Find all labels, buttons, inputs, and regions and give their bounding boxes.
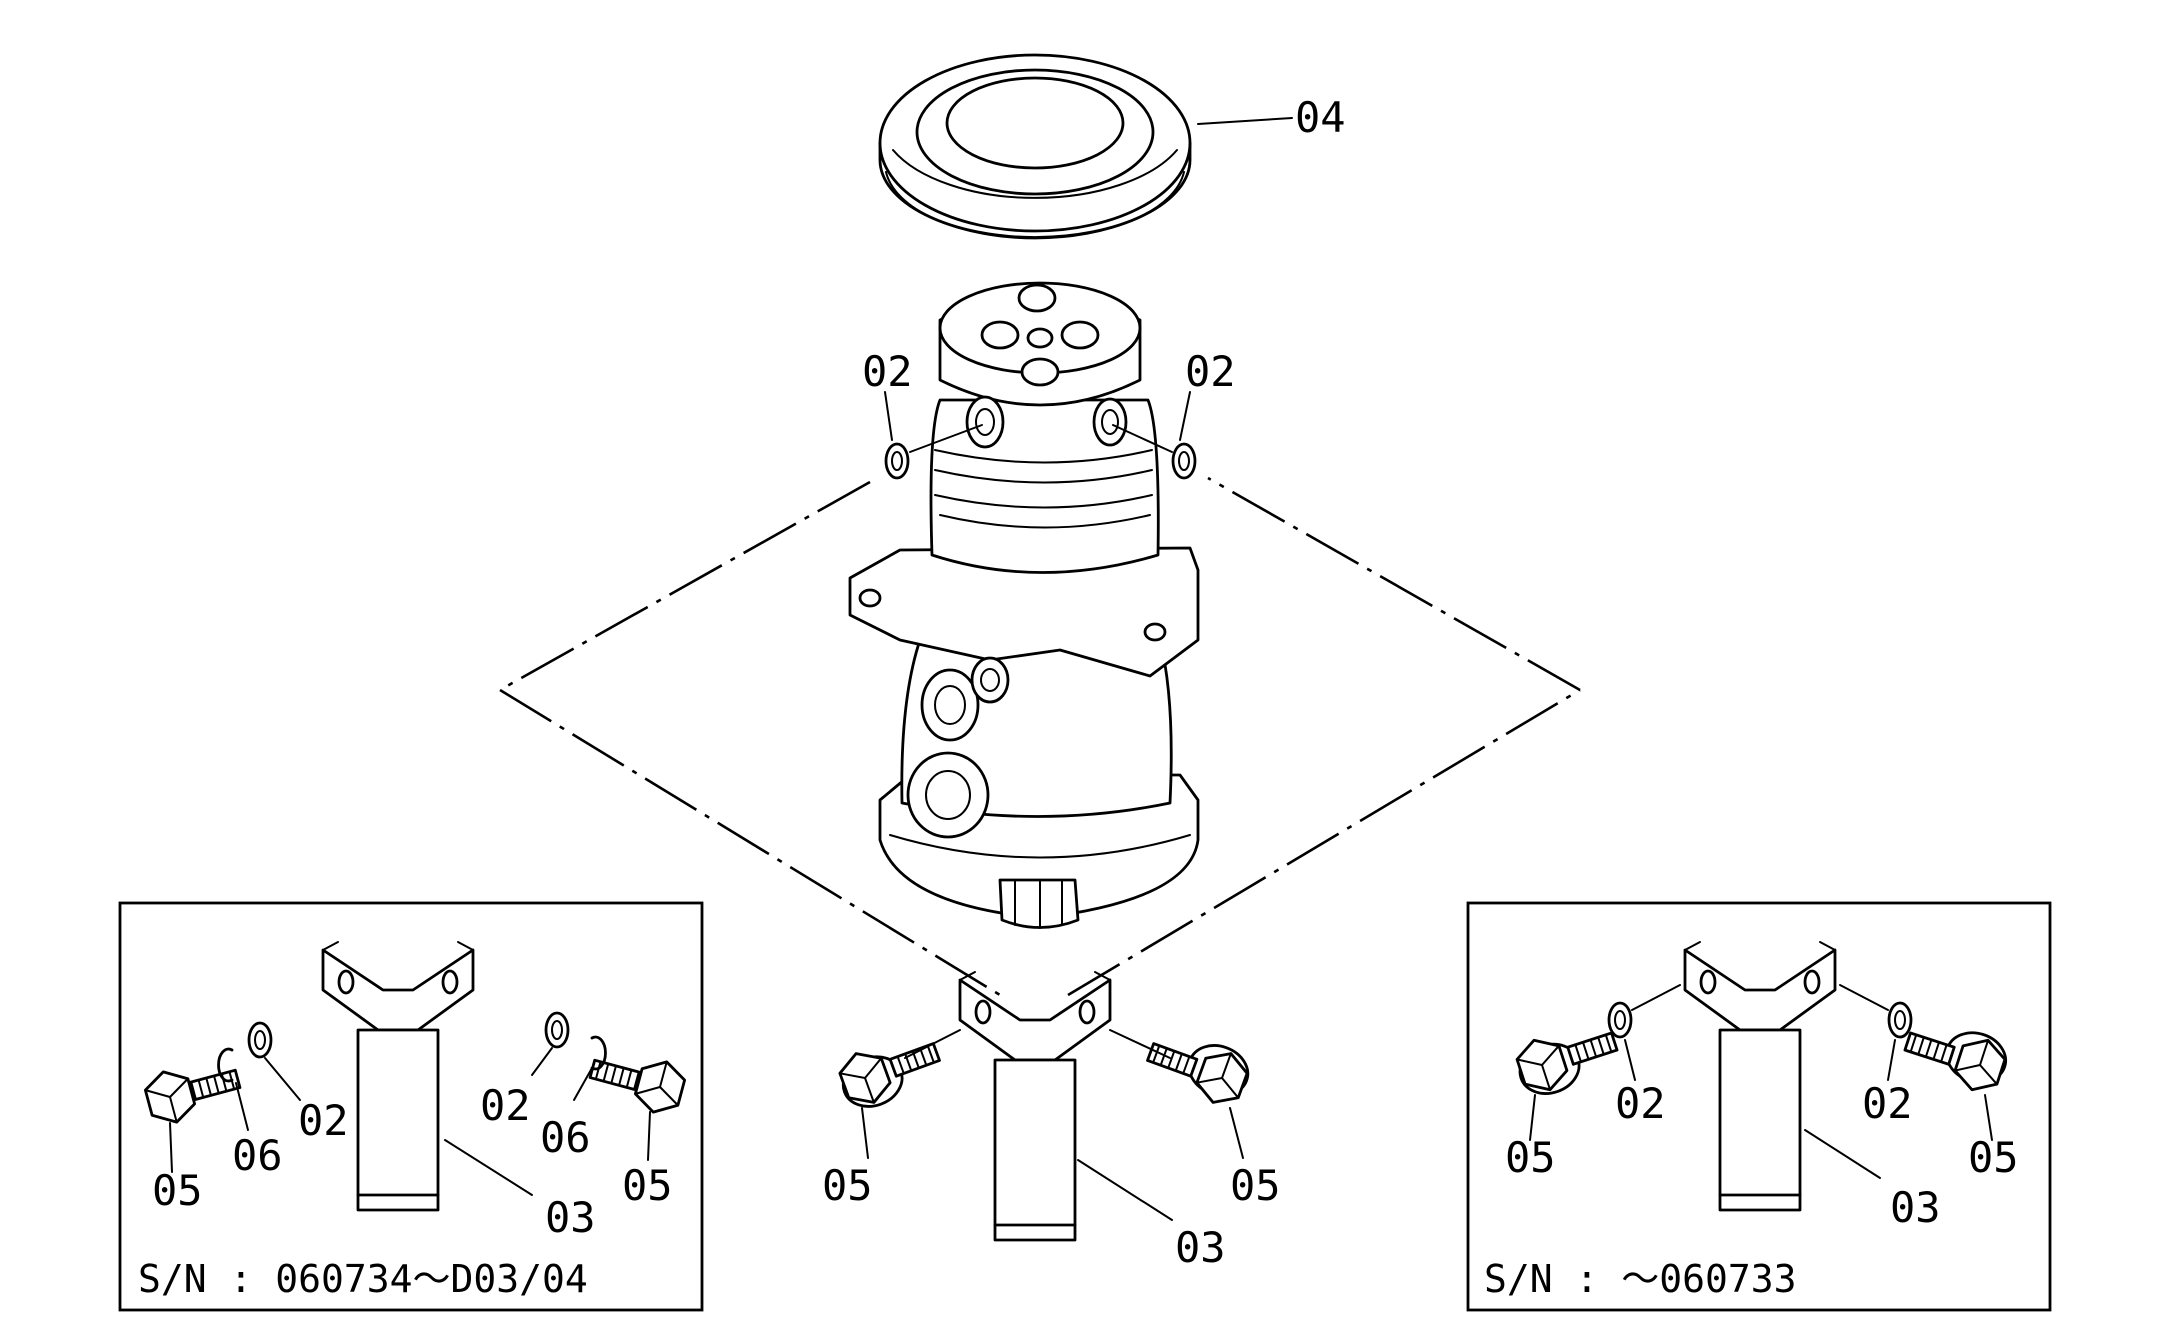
main-bolt-left bbox=[832, 1026, 949, 1116]
label-02-main-left: 02 bbox=[862, 347, 913, 396]
label-05-right-left: 05 bbox=[1505, 1133, 1556, 1182]
leader-06-left-l bbox=[235, 1082, 249, 1131]
leader-02-left-r bbox=[531, 1047, 553, 1076]
label-03-main: 03 bbox=[1175, 1223, 1226, 1272]
bolt-axis-right bbox=[1109, 1029, 1171, 1059]
center-joint-body bbox=[848, 281, 1200, 929]
label-03-right: 03 bbox=[1890, 1183, 1941, 1232]
label-02-left-right: 02 bbox=[480, 1081, 531, 1130]
label-02-left-left: 02 bbox=[298, 1096, 349, 1145]
leader-04 bbox=[1197, 117, 1293, 125]
right-inset-bolt-axis-left bbox=[1631, 984, 1681, 1011]
leader-02-right-r bbox=[1887, 1039, 1896, 1081]
leader-06-left-r bbox=[573, 1067, 593, 1101]
leader-05-main-left bbox=[861, 1107, 869, 1159]
bolt-axis-left bbox=[904, 1029, 961, 1059]
leader-02-left bbox=[884, 391, 893, 441]
oring-leader-left-part bbox=[909, 424, 983, 453]
leader-05-main-right bbox=[1229, 1107, 1244, 1159]
right-inset-serial: S/N : ～060733 bbox=[1484, 1257, 1797, 1301]
right-inset-bolt-right bbox=[1898, 1011, 2014, 1099]
oring-leader-right-part bbox=[1112, 424, 1173, 453]
right-inset-bolt-axis-right bbox=[1839, 984, 1889, 1011]
leader-05-left-l bbox=[169, 1122, 173, 1173]
right-inset-bolt-left bbox=[1509, 1015, 1625, 1103]
leader-02-left-l bbox=[264, 1057, 301, 1101]
label-05-main-left: 05 bbox=[822, 1161, 873, 1210]
right-inset-stopper bbox=[1683, 940, 1837, 1212]
leader-02-right bbox=[1179, 391, 1191, 441]
label-02-right-right: 02 bbox=[1862, 1079, 1913, 1128]
label-05-right-right: 05 bbox=[1968, 1133, 2019, 1182]
label-06-left-right: 06 bbox=[540, 1113, 591, 1162]
left-inset-oring-right bbox=[544, 1011, 570, 1049]
main-bolt-right bbox=[1140, 1022, 1257, 1113]
inset-left-frame bbox=[118, 901, 704, 1312]
main-oring-right bbox=[1171, 442, 1197, 480]
label-04: 04 bbox=[1295, 93, 1346, 142]
left-inset-stopper bbox=[321, 940, 475, 1212]
mounting-plane bbox=[499, 476, 1581, 997]
label-02-right-left: 02 bbox=[1615, 1079, 1666, 1128]
label-02-main-right: 02 bbox=[1185, 347, 1236, 396]
left-inset-bolt-left bbox=[140, 1052, 246, 1130]
label-05-left-left: 05 bbox=[152, 1166, 203, 1215]
right-inset-oring-left bbox=[1607, 1001, 1633, 1039]
left-inset-washer-left bbox=[217, 1047, 234, 1083]
label-03-left: 03 bbox=[545, 1193, 596, 1242]
leader-02-right-l bbox=[1624, 1039, 1636, 1081]
label-05-main-right: 05 bbox=[1230, 1161, 1281, 1210]
main-stopper bbox=[958, 970, 1112, 1242]
right-inset-oring-right bbox=[1887, 1001, 1913, 1039]
left-inset-oring-left bbox=[247, 1021, 273, 1059]
leader-05-left-r bbox=[647, 1111, 651, 1161]
seal-ring bbox=[878, 53, 1192, 240]
leader-05-right-r bbox=[1984, 1094, 1993, 1141]
inset-right-frame bbox=[1466, 901, 2052, 1312]
main-oring-left bbox=[884, 442, 910, 480]
left-inset-bolt-right bbox=[584, 1042, 690, 1120]
label-06-left-left: 06 bbox=[232, 1131, 283, 1180]
leader-03-main bbox=[1077, 1159, 1173, 1221]
left-inset-serial: S/N : 060734～D03/04 bbox=[138, 1257, 588, 1301]
leader-05-right-l bbox=[1529, 1094, 1536, 1141]
leader-03-right bbox=[1804, 1129, 1881, 1179]
label-05-left-right: 05 bbox=[622, 1161, 673, 1210]
leader-03-left bbox=[444, 1139, 533, 1196]
left-inset-washer-right bbox=[590, 1035, 607, 1071]
